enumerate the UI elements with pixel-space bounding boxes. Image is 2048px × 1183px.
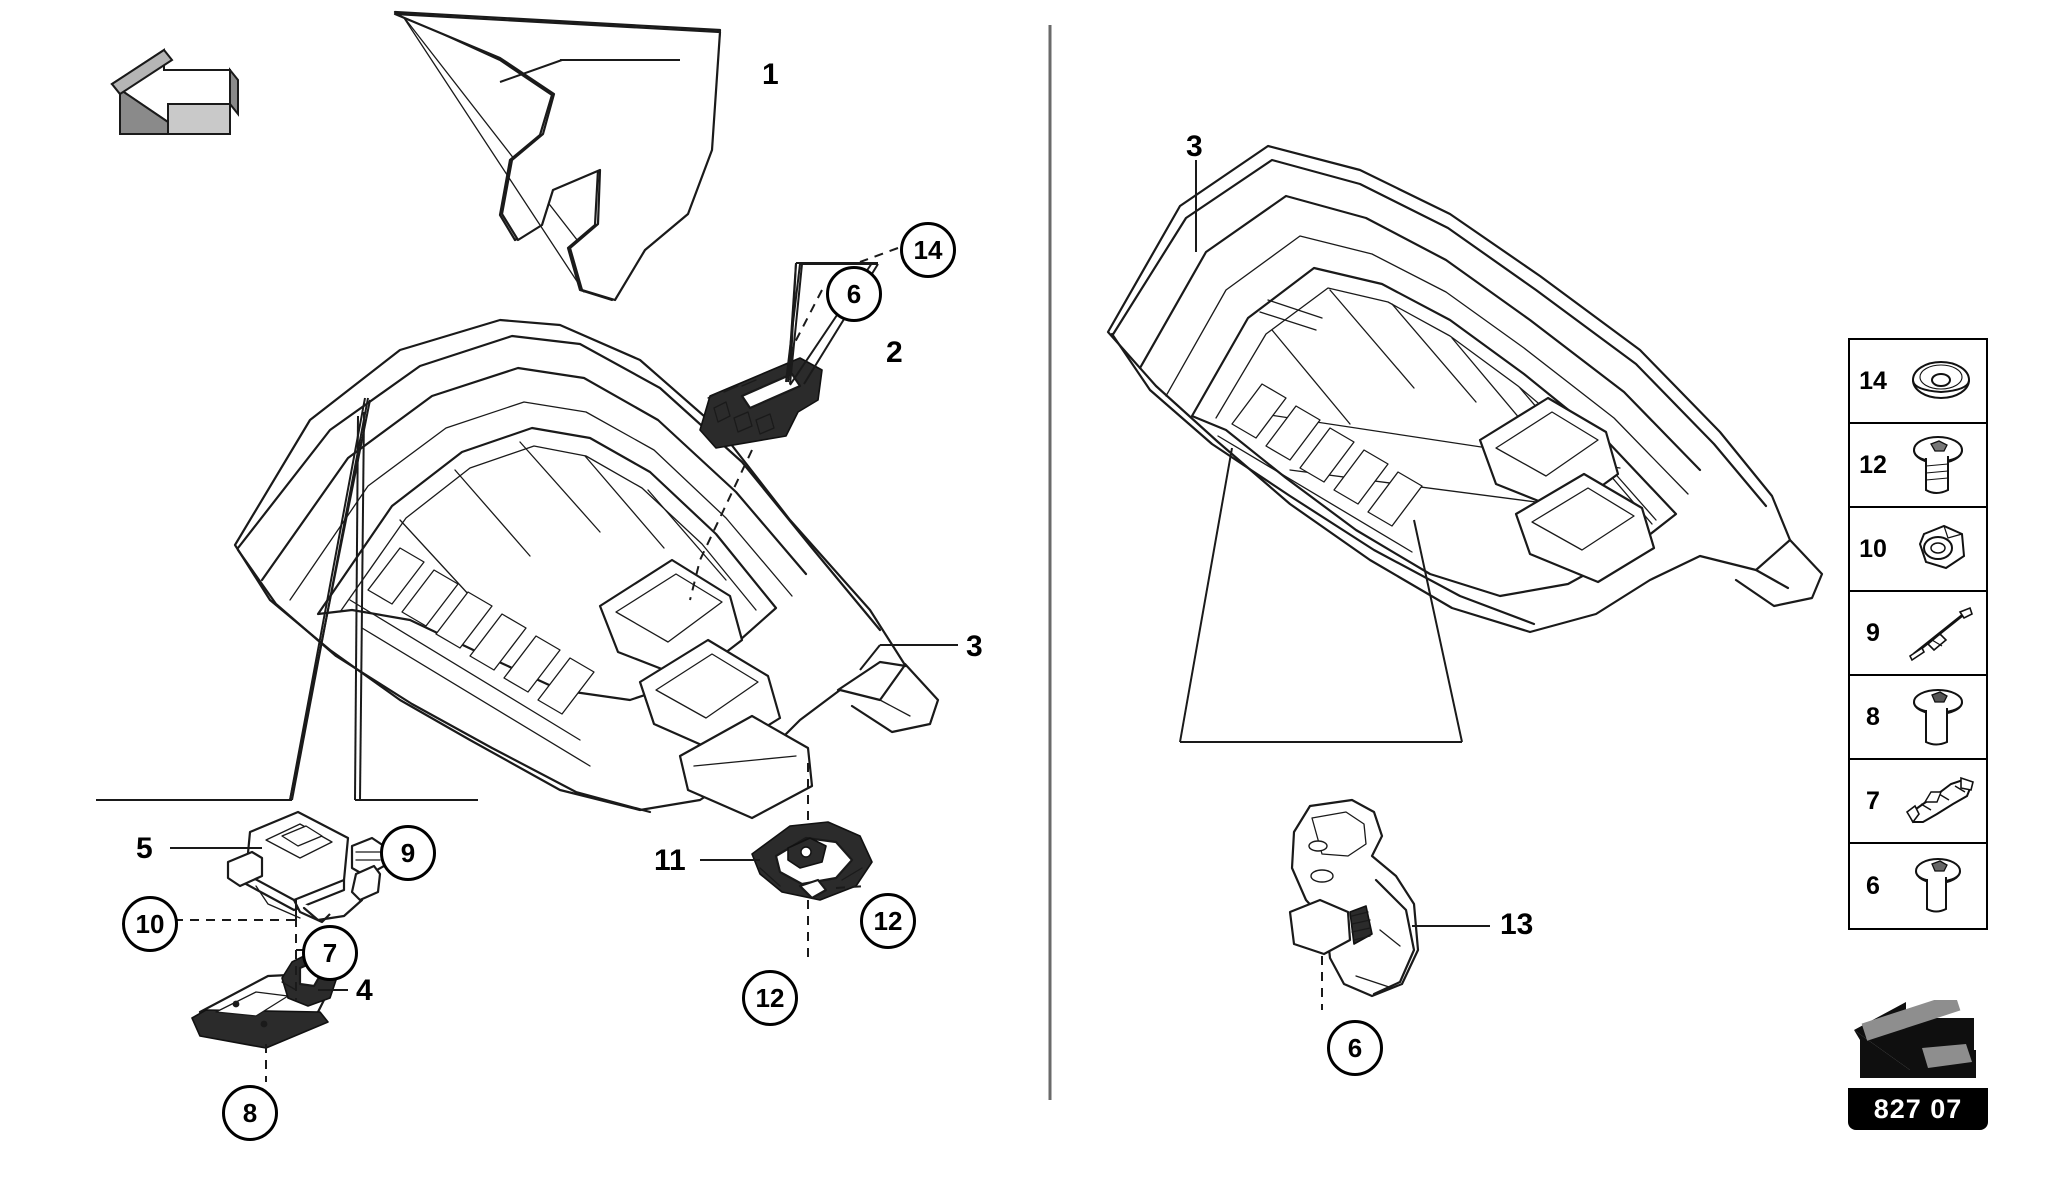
callout-label-1: 1 [762, 58, 779, 91]
legend-number-6: 6 [1866, 871, 1880, 900]
orientation-arrow-icon [110, 48, 239, 135]
legend-row-8[interactable]: 8 [1850, 676, 1986, 760]
legend-row-14[interactable]: 14 [1850, 340, 1986, 424]
legend-number-14: 14 [1859, 366, 1887, 395]
legend-number-9: 9 [1866, 618, 1880, 647]
legend-row-7[interactable]: 7 [1850, 760, 1986, 844]
legend-number-10: 10 [1859, 534, 1887, 563]
part-3-engine-lid-right [1106, 144, 1824, 634]
circle-callout-6-left[interactable]: 6 [826, 266, 882, 322]
assembly-line-2-to-lid [689, 449, 753, 601]
washer-icon [1896, 339, 1986, 423]
black-arrow-3d-icon [1848, 1000, 1988, 1088]
flange-bolt-icon [1896, 423, 1986, 507]
legend-number-8: 8 [1866, 702, 1880, 731]
circle-callout-8[interactable]: 8 [222, 1085, 278, 1141]
legend-row-12[interactable]: 12 [1850, 424, 1986, 508]
part-5-control-module [226, 810, 386, 924]
part-13-hinge-strut [1288, 798, 1420, 998]
part-11-latch-catch [751, 821, 873, 901]
scoop-right-view [1478, 396, 1656, 584]
legend-row-6[interactable]: 6 [1850, 844, 1986, 928]
assembly-line-14 [859, 247, 899, 263]
vent-slots-right [1217, 383, 1423, 553]
circle-callout-12-a[interactable]: 12 [860, 893, 916, 949]
legend-row-9[interactable]: 9 [1850, 592, 1986, 676]
callout-label-3-right: 3 [1186, 130, 1203, 163]
group-number-badge[interactable]: 827 07 [1848, 1000, 1988, 1130]
part-4-mounting-bracket [191, 951, 337, 1049]
part-2-latch-sensor [699, 357, 823, 449]
part-1-cover-panel [393, 10, 722, 302]
circle-callout-14[interactable]: 14 [900, 222, 956, 278]
assembly-line-6-to-2 [791, 289, 823, 349]
legend-number-12: 12 [1859, 450, 1887, 479]
retaining-clip-icon [1896, 759, 1986, 843]
callout-label-2: 2 [886, 336, 903, 369]
fastener-legend-table: 14 12 [1848, 338, 1988, 930]
callout-label-13: 13 [1500, 908, 1534, 941]
circle-callout-12-b[interactable]: 12 [742, 970, 798, 1026]
badge-number: 827 07 [1848, 1088, 1988, 1130]
circle-callout-9[interactable]: 9 [380, 825, 436, 881]
callout-label-4: 4 [356, 974, 373, 1007]
callout-label-11: 11 [654, 844, 686, 877]
callout-label-5: 5 [136, 832, 153, 865]
circle-callout-6-right[interactable]: 6 [1327, 1020, 1383, 1076]
legend-number-7: 7 [1866, 786, 1880, 815]
vent-slots-left [349, 547, 595, 767]
hex-nut-icon [1896, 507, 1986, 591]
circle-callout-10[interactable]: 10 [122, 896, 178, 952]
circle-callout-7[interactable]: 7 [302, 925, 358, 981]
flange-bolt-icon [1896, 844, 1986, 928]
part-3-engine-lid-left [233, 318, 940, 820]
legend-row-10[interactable]: 10 [1850, 508, 1986, 592]
callout-label-3-left: 3 [966, 630, 983, 663]
scoop-right [598, 558, 814, 820]
assembly-line-12-right [835, 885, 867, 889]
rod-pin-icon [1896, 591, 1986, 675]
flange-bolt-icon [1896, 675, 1986, 759]
